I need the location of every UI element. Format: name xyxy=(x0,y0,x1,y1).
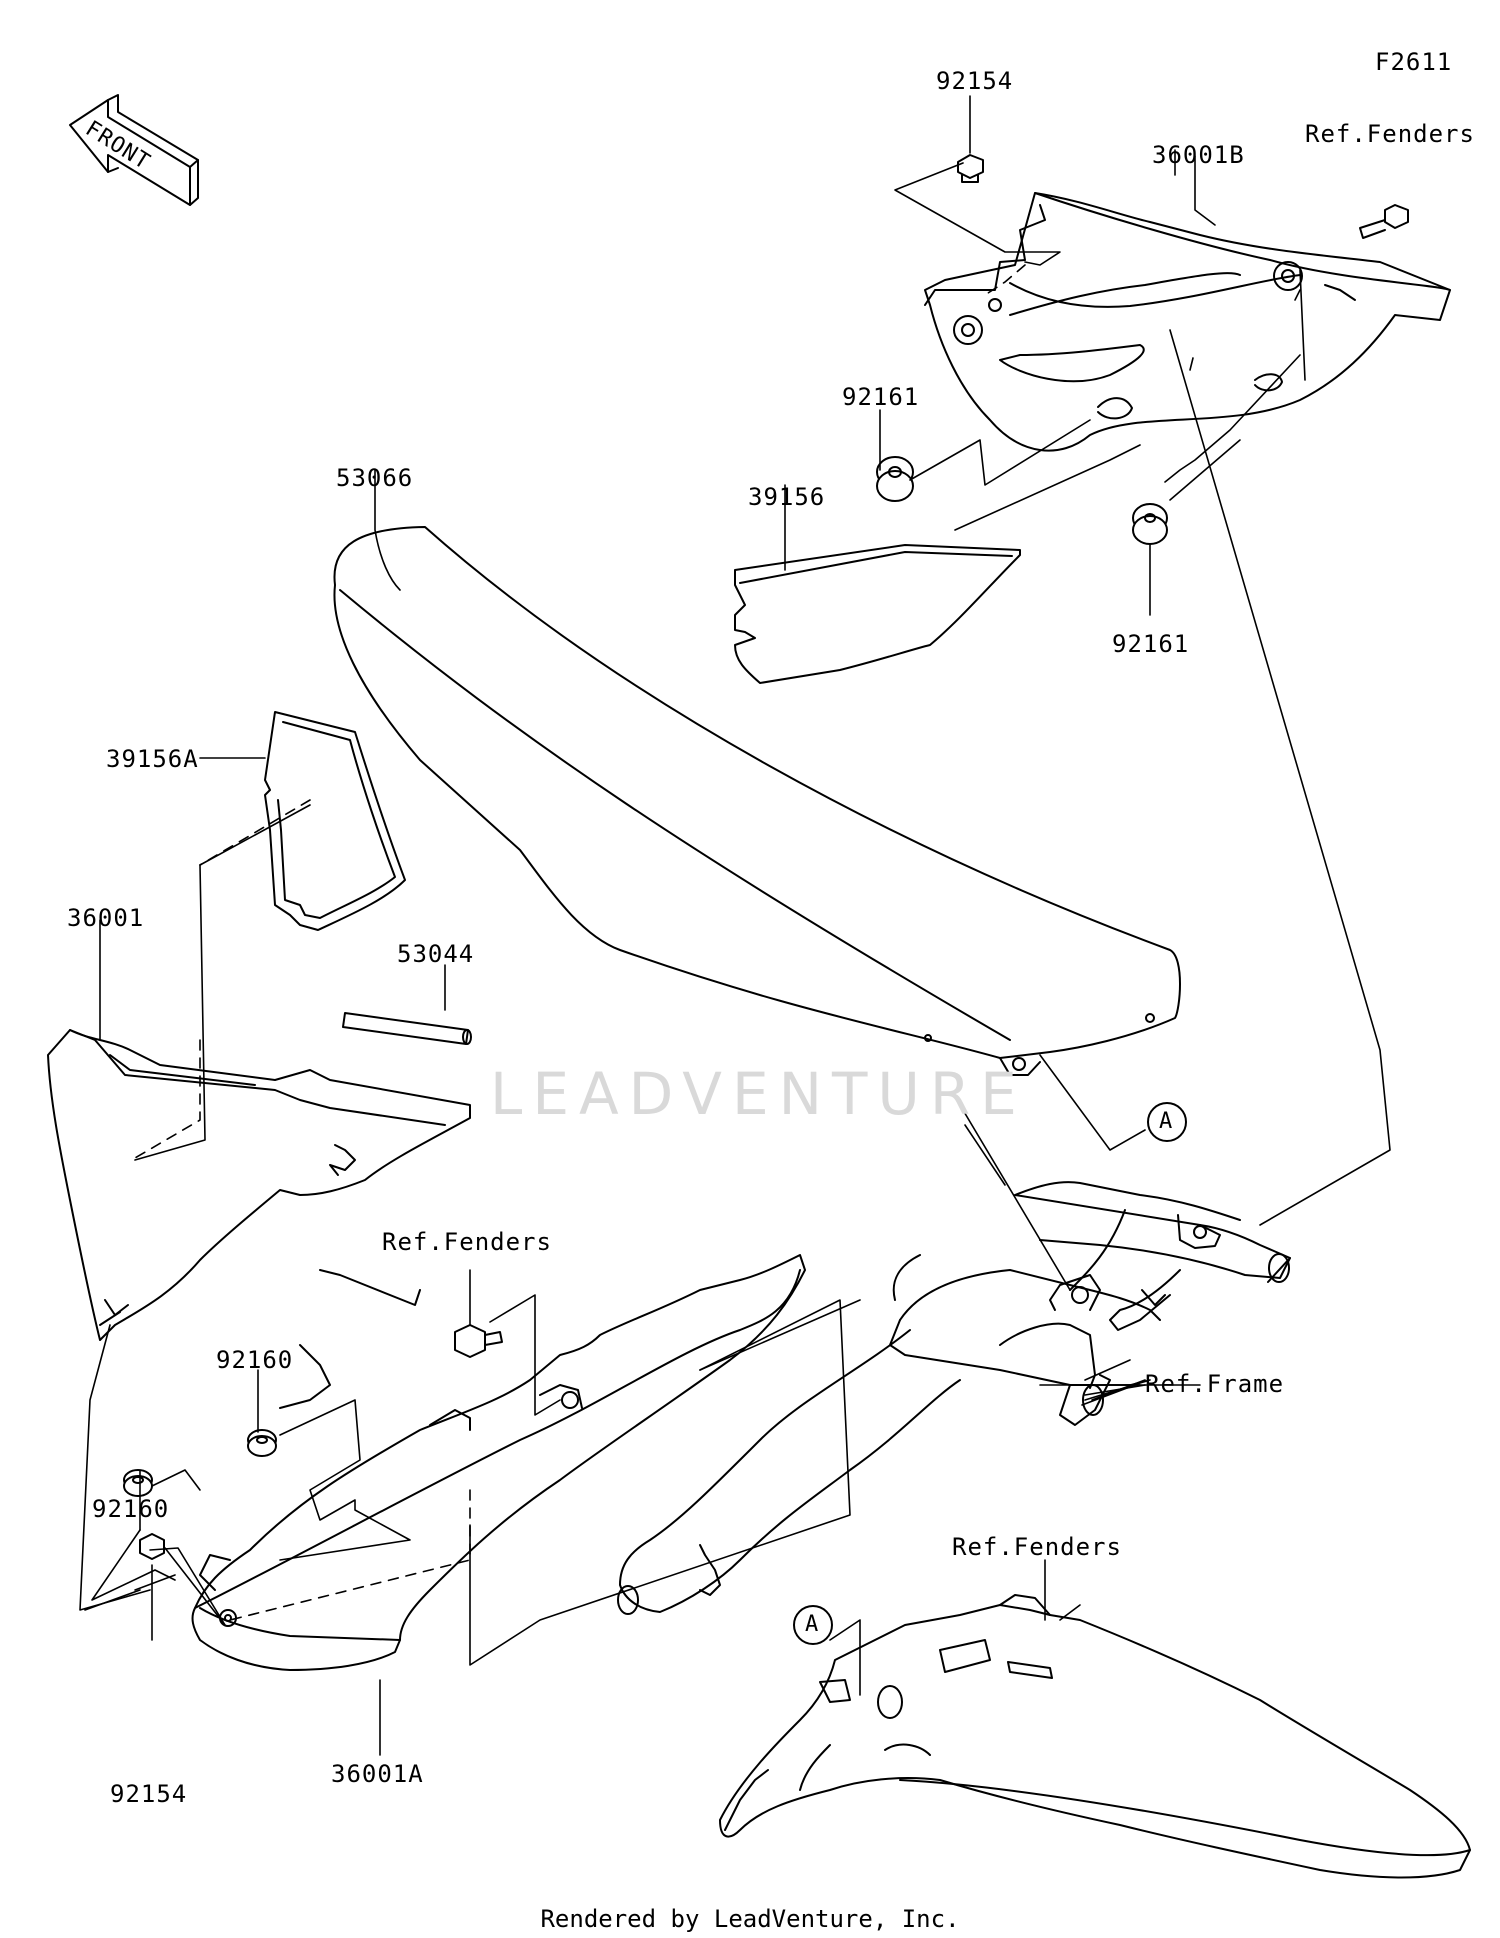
washer-92160-b-icon xyxy=(123,1469,153,1497)
ref-fenders-label-bottom[interactable]: Ref.Fenders xyxy=(952,1533,1122,1561)
front-arrow-icon xyxy=(69,94,199,206)
diagram-code: F2611 xyxy=(1375,48,1453,76)
callout-a1-label: A xyxy=(1159,1109,1174,1134)
grommet-92161-b-icon xyxy=(1132,503,1168,545)
bolt-ref-fenders-mid-icon xyxy=(454,1324,503,1358)
bolt-ref-fenders-top-icon xyxy=(1359,204,1409,239)
washer-92160-a-icon xyxy=(247,1429,277,1457)
footer-credit: Rendered by LeadVenture, Inc. xyxy=(540,1905,960,1933)
bolt-92154-top-icon xyxy=(957,154,984,183)
part-label-53066[interactable]: 53066 xyxy=(336,464,414,492)
callout-a2-label: A xyxy=(805,1612,820,1637)
side-cover-36001A xyxy=(191,1254,806,1671)
part-label-92154-top[interactable]: 92154 xyxy=(936,67,1014,95)
part-label-36001B[interactable]: 36001B xyxy=(1152,141,1245,169)
ref-fenders-label-top[interactable]: Ref.Fenders xyxy=(1305,120,1475,148)
part-label-92160-a[interactable]: 92160 xyxy=(216,1346,294,1374)
part-label-39156A[interactable]: 39156A xyxy=(106,745,199,773)
part-label-36001A[interactable]: 36001A xyxy=(331,1760,424,1788)
part-label-39156[interactable]: 39156 xyxy=(748,483,826,511)
part-label-53044[interactable]: 53044 xyxy=(397,940,475,968)
part-label-92154-bottom[interactable]: 92154 xyxy=(110,1780,188,1808)
sticker-39156 xyxy=(734,544,1021,684)
watermark: LEADVENTURE xyxy=(490,1060,1027,1128)
seat-53066 xyxy=(333,526,1181,1076)
ref-fenders-label-mid[interactable]: Ref.Fenders xyxy=(382,1228,552,1256)
grommet-92161-a-icon xyxy=(876,456,914,502)
part-label-36001[interactable]: 36001 xyxy=(67,904,145,932)
part-label-92160-b[interactable]: 92160 xyxy=(92,1495,170,1523)
part-label-92161-b[interactable]: 92161 xyxy=(1112,630,1190,658)
pin-53044 xyxy=(342,1012,472,1045)
callout-a2-circle xyxy=(793,1605,833,1645)
callout-a1-circle xyxy=(1147,1102,1187,1142)
part-label-92161-a[interactable]: 92161 xyxy=(842,383,920,411)
rear-fender xyxy=(719,1594,1471,1879)
bolt-92154-bottom-icon xyxy=(139,1533,165,1560)
side-cover-36001 xyxy=(47,1029,471,1341)
side-cover-36001B xyxy=(924,192,1451,452)
sticker-39156A xyxy=(264,711,406,931)
ref-frame-label[interactable]: Ref.Frame xyxy=(1145,1370,1285,1398)
